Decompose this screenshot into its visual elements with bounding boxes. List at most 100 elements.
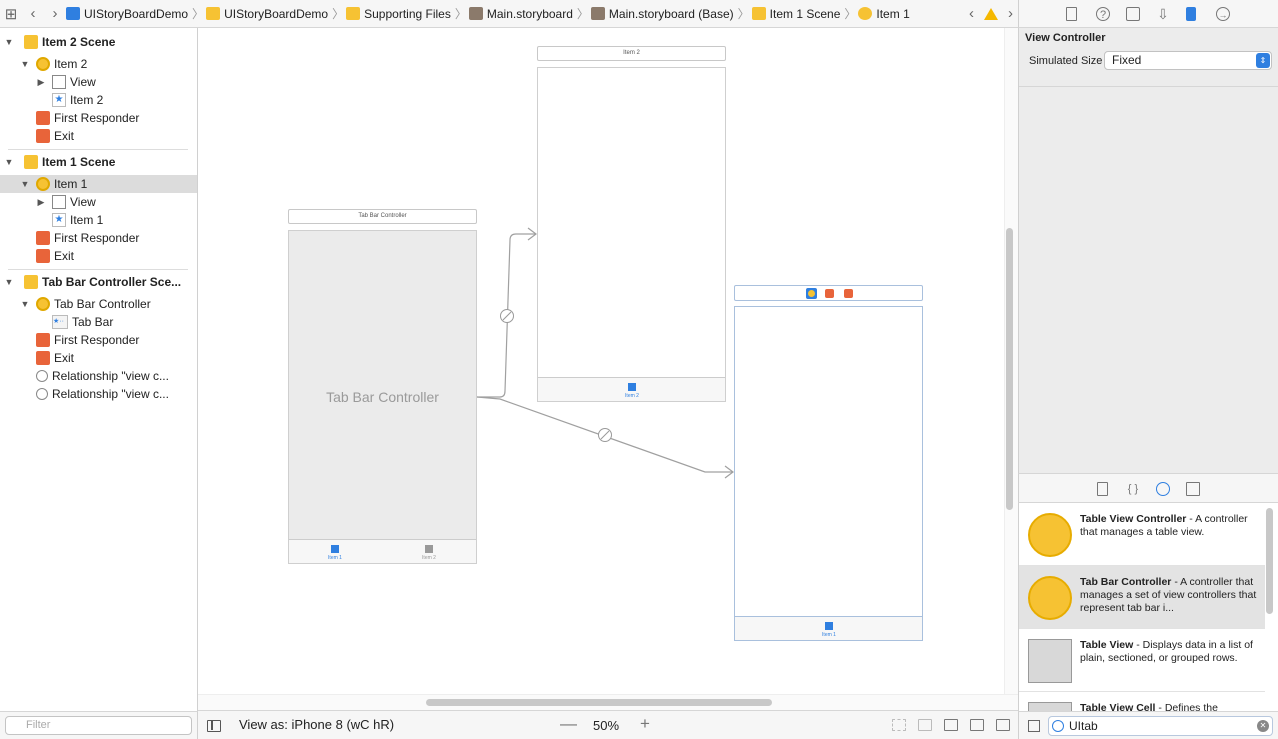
grid-view-icon[interactable] [1028,720,1040,732]
outline-item1-tabbaritem[interactable]: ★ Item 1 [0,211,197,229]
disclosure-triangle-icon[interactable]: ▼ [4,157,14,167]
breadcrumb-group[interactable]: UIStoryBoardDemo〉 [206,5,344,22]
canvas-horizontal-scrollbar[interactable] [426,699,772,706]
inspector-tab-bar: ? ⇩ → [1018,0,1278,28]
object-library-icon[interactable] [1156,482,1170,496]
breadcrumb-supporting-files[interactable]: Supporting Files〉 [346,5,467,22]
file-template-library-icon[interactable] [1097,482,1108,496]
first-responder-icon[interactable] [825,289,834,298]
file-inspector-icon[interactable] [1066,7,1077,21]
item2-tab-bar[interactable]: Item 2 [538,377,725,401]
outline-item2-scene[interactable]: ▼ Item 2 Scene [4,35,116,49]
clear-search-icon[interactable]: ✕ [1257,720,1269,732]
zoom-in-button[interactable]: + [640,714,650,733]
exit-icon [36,129,50,143]
outline-item2-view[interactable]: ▶ View [37,75,96,89]
breadcrumb-project[interactable]: UIStoryBoardDemo〉 [66,5,204,22]
outline-item2-tabbaritem[interactable]: ★ Item 2 [0,91,197,109]
zoom-level[interactable]: 50% [593,718,620,733]
disclosure-triangle-icon[interactable]: ▼ [20,179,30,189]
media-library-icon[interactable] [1186,482,1200,496]
resolve-autolayout-icon[interactable] [996,719,1010,731]
library-filter-input[interactable]: UItab [1048,716,1273,736]
disclosure-triangle-icon[interactable]: ▼ [4,37,14,47]
exit-icon [36,351,50,365]
forward-arrow-icon[interactable]: › [52,5,58,22]
outline-relationship-1[interactable]: Relationship "view c... [0,367,197,385]
outline-item2-first-responder[interactable]: First Responder [0,109,197,127]
library-item-tab-bar-controller[interactable]: Tab Bar Controller - A controller that m… [1019,566,1265,629]
simulated-size-select[interactable]: Fixed ⇕ [1104,51,1272,70]
outline-filter-bar: Filter [0,711,198,739]
align-icon[interactable] [944,719,958,731]
library-item-table-view-controller[interactable]: Table View Controller - A controller tha… [1019,503,1265,566]
disclosure-triangle-icon[interactable]: ▶ [37,196,45,207]
warning-icon[interactable] [984,7,998,20]
table-view-icon [1028,639,1072,683]
outline-item1-first-responder[interactable]: First Responder [0,229,197,247]
disclosure-triangle-icon[interactable]: ▶ [37,76,45,87]
library-scrollbar[interactable] [1266,508,1273,614]
item1-tab-bar[interactable]: Item 1 [735,616,922,640]
tab-item-icon [425,545,433,553]
zoom-out-button[interactable]: — [560,714,577,733]
next-issue-icon[interactable]: › [1008,5,1013,22]
back-arrow-icon[interactable]: ‹ [30,5,36,22]
view-controller-icon[interactable] [806,288,817,299]
outline-relationship-2[interactable]: Relationship "view c... [0,385,197,403]
toggle-outline-icon[interactable] [207,720,221,732]
outline-filter-input[interactable]: Filter [5,716,192,735]
disclosure-triangle-icon[interactable]: ▼ [4,277,14,287]
tab-item-icon [825,622,833,630]
outline-item1-scene[interactable]: ▼ Item 1 Scene [4,155,116,169]
outline-tbc-exit[interactable]: Exit [0,349,197,367]
quick-help-icon[interactable]: ? [1096,7,1110,21]
disclosure-triangle-icon[interactable]: ▼ [20,59,30,69]
connections-inspector-icon[interactable]: → [1216,7,1230,21]
breadcrumb-item[interactable]: Item 1 [858,7,910,21]
storyboard-canvas[interactable]: Tab Bar Controller Tab Bar Controller It… [198,28,1004,694]
canvas-vertical-scrollbar[interactable] [1006,228,1013,510]
embed-in-stack-icon[interactable] [918,719,932,731]
related-items-grid-icon[interactable]: ⊞ [4,5,18,23]
item1-scene[interactable]: Item 1 [734,306,923,641]
outline-tbc-first-responder[interactable]: First Responder [0,331,197,349]
add-constraints-icon[interactable] [970,719,984,731]
outline-item2-exit[interactable]: Exit [0,127,197,145]
library-item-table-view[interactable]: Table View - Displays data in a list of … [1019,629,1265,692]
disclosure-triangle-icon[interactable]: ▼ [20,299,30,309]
update-frames-icon[interactable] [892,719,906,731]
view-controller-icon [858,7,873,20]
tab-bar-controller-scene[interactable]: Tab Bar Controller Item 1 Item 2 [288,230,477,564]
outline-item1-exit[interactable]: Exit [0,247,197,265]
table-view-cell-icon [1028,702,1072,711]
size-inspector-icon[interactable] [1186,7,1196,21]
tab-bar-controller-icon [36,297,50,311]
library-item-table-view-cell[interactable]: Table View Cell - Defines the [1019,692,1265,711]
segue-arrowhead [527,227,537,241]
star-icon: ★ [52,213,66,227]
attributes-inspector-icon[interactable]: ⇩ [1157,6,1169,22]
exit-icon[interactable] [844,289,853,298]
outline-tbc-scene[interactable]: ▼ Tab Bar Controller Sce... [4,275,182,289]
tab-bar-icon: ★·· [52,315,68,329]
item2-scene-title[interactable]: Item 2 [537,46,726,61]
outline-tbc-controller[interactable]: ▼ Tab Bar Controller [20,297,151,311]
storyboard-icon [590,7,605,20]
breadcrumb-storyboard-base[interactable]: Main.storyboard (Base)〉 [590,5,750,22]
view-as-device-button[interactable]: View as: iPhone 8 (wC hR) [239,717,395,732]
outline-item1-controller[interactable]: ▼ Item 1 [0,175,197,193]
outline-item2-controller[interactable]: ▼ Item 2 [20,57,88,71]
code-snippet-library-icon[interactable]: { } [1127,483,1139,495]
outline-item1-view[interactable]: ▶ View [37,195,96,209]
identity-inspector-icon[interactable] [1126,7,1140,21]
item1-scene-dock[interactable] [734,285,923,301]
outline-tabbar[interactable]: ★·· Tab Bar [52,315,114,329]
breadcrumb-scene[interactable]: Item 1 Scene〉 [751,5,856,22]
breadcrumb-storyboard[interactable]: Main.storyboard〉 [468,5,589,22]
tbc-tab-bar[interactable]: Item 1 Item 2 [289,539,476,563]
document-outline: ▼ Item 2 Scene ▼ Item 2 ▶ View ★ Item 2 … [0,28,198,711]
item2-scene[interactable]: Item 2 [537,67,726,402]
tbc-scene-title[interactable]: Tab Bar Controller [288,209,477,224]
previous-issue-icon[interactable]: ‹ [969,5,974,22]
